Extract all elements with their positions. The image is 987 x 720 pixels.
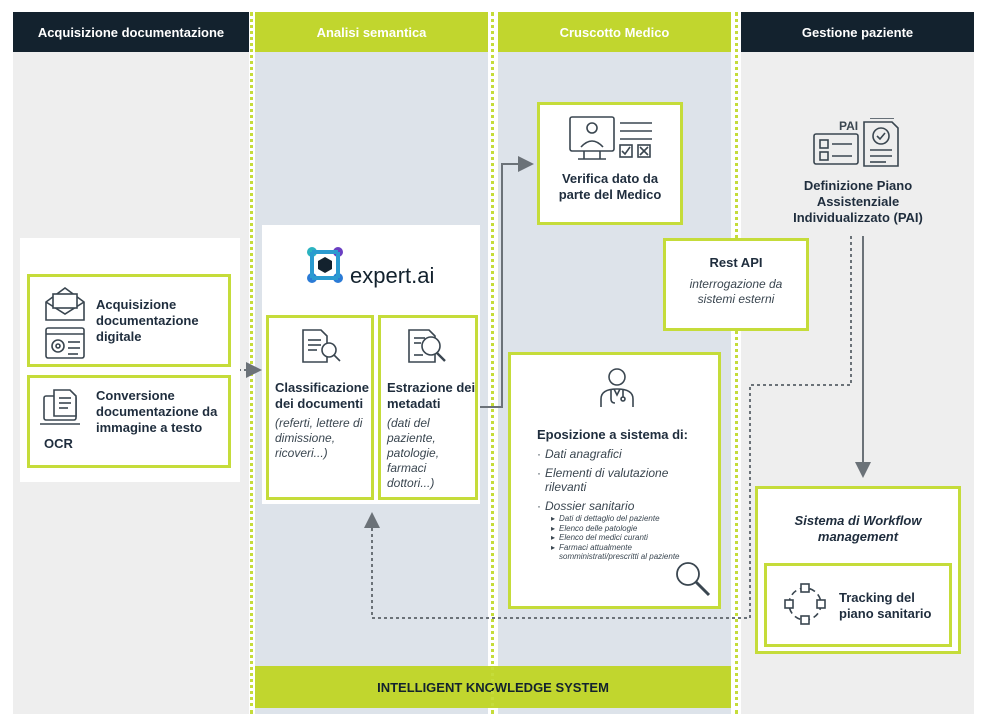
exposure-card: Eposizione a sistema di: Dati anagrafici… — [508, 352, 721, 609]
separator-3 — [735, 12, 738, 714]
expert-ai-logo-text: expert.ai — [350, 263, 435, 288]
classification-title: Classificazione dei documenti — [275, 380, 369, 411]
pai-title: Definizione Piano Assistenziale Individu… — [793, 178, 923, 225]
rest-api-card: Rest API interrogazione da sistemi ester… — [663, 238, 809, 331]
ocr-conversion-title: Conversione documentazione da immagine a… — [96, 388, 218, 435]
exposure-item: Dati anagrafici — [537, 447, 707, 461]
dossier-subitem: Farmaci attualmente somministrati/prescr… — [551, 543, 681, 562]
header-semantic: Analisi semantica — [255, 12, 488, 52]
exposure-list: Dati anagrafici Elementi di valutazione … — [537, 447, 707, 518]
dossier-subitem: Elenco delle patologie — [551, 524, 681, 534]
header-acquisition: Acquisizione documentazione — [13, 12, 249, 52]
dossier-sublist: Dati di dettaglio del paziente Elenco de… — [551, 514, 681, 562]
exposure-title: Eposizione a sistema di: — [537, 427, 688, 442]
tracking-cycle-icon — [784, 583, 826, 625]
separator-2 — [491, 12, 494, 714]
digital-acquisition-card: Acquisizione documentazione digitale — [27, 274, 231, 367]
extraction-title: Estrazione dei metadati — [387, 380, 476, 411]
classification-card: Classificazione dei documenti (referti, … — [266, 315, 374, 500]
pai-badge: PAI — [839, 119, 859, 133]
ocr-label: OCR — [44, 436, 73, 451]
rest-api-desc: interrogazione da sistemi esterni — [689, 277, 783, 306]
classification-desc: (referti, lettere di dimissione, ricover… — [275, 416, 363, 460]
header-patient: Gestione paziente — [741, 12, 974, 52]
digital-acquisition-title: Acquisizione documentazione digitale — [96, 297, 199, 344]
document-magnifier-icon — [408, 329, 446, 363]
pai-document-icon — [813, 118, 899, 167]
doctor-monitor-icon — [569, 116, 652, 160]
ocr-conversion-card: OCR Conversione documentazione da immagi… — [27, 375, 231, 468]
dossier-subitem: Dati di dettaglio del paziente — [551, 514, 681, 524]
expert-ai-logo-icon — [307, 247, 343, 283]
tracking-card: Tracking del piano sanitario — [764, 563, 952, 647]
doctor-icon — [600, 368, 634, 407]
document-search-icon — [302, 329, 341, 363]
tracking-title: Tracking del piano sanitario — [839, 590, 932, 621]
magnifier-icon — [676, 562, 711, 597]
workflow-title: Sistema di Workflow management — [794, 513, 922, 544]
rest-api-title: Rest API — [709, 255, 763, 270]
exposure-item: Elementi di valutazione rilevanti — [537, 466, 707, 494]
verify-card: Verifica dato da parte del Medico — [537, 102, 683, 225]
dossier-subitem: Elenco del medici curanti — [551, 533, 681, 543]
header-dashboard: Cruscotto Medico — [498, 12, 731, 52]
verify-title: Verifica dato da parte del Medico — [558, 171, 662, 202]
ocr-document-icon — [40, 389, 80, 425]
workflow-card: Sistema di Workflow management Tracking … — [755, 486, 961, 654]
extraction-card: Estrazione dei metadati (dati del pazien… — [378, 315, 478, 500]
extraction-desc: (dati del paziente, patologie, farmaci d… — [387, 416, 440, 490]
exposure-item: Dossier sanitario — [537, 499, 707, 513]
email-document-icon — [45, 287, 85, 359]
